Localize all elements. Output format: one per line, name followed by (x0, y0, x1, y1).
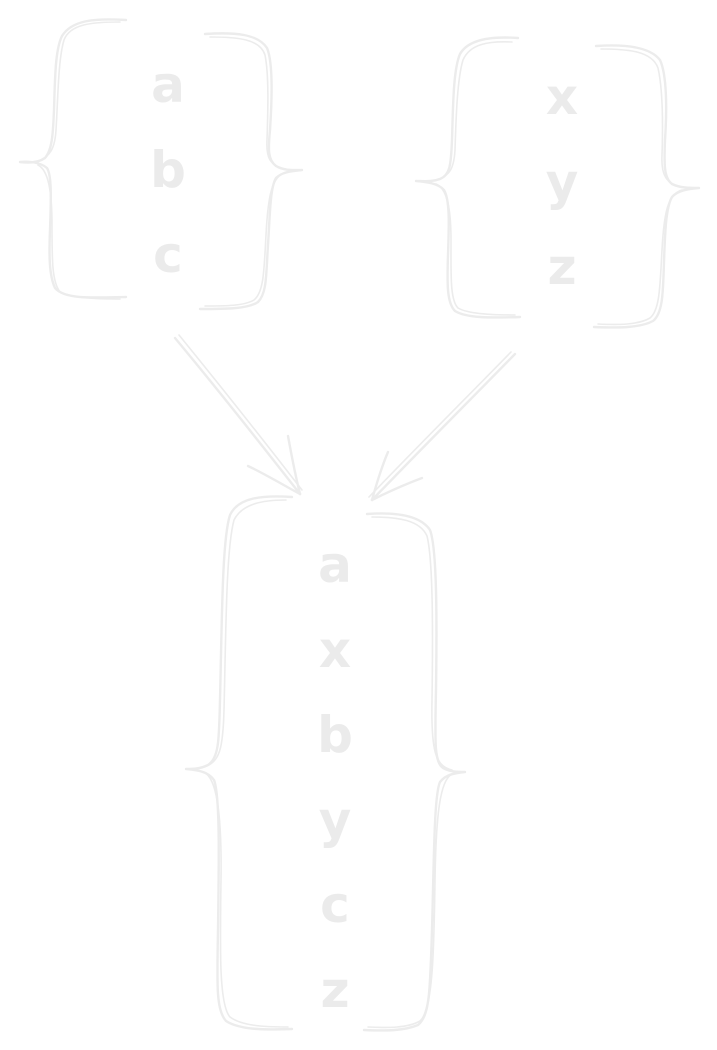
right-set-open-brace-sketch (435, 41, 516, 316)
right-set-item-z: z (547, 238, 576, 296)
right-set-close-brace (592, 44, 701, 329)
left-set-close-brace (198, 32, 304, 311)
right-set: xyz (414, 36, 701, 329)
left-set-item-c: c (153, 226, 183, 284)
result-set-item-c: c (320, 876, 350, 934)
right-set-item-y: y (546, 153, 579, 211)
left-set-item-a: a (151, 56, 185, 114)
arrow-right-to-result (368, 351, 517, 502)
result-set-close-brace (362, 512, 467, 1032)
result-set-close-brace-sketch (367, 516, 453, 1029)
left-set-open-brace (18, 18, 128, 299)
result-set-open-brace (184, 495, 294, 1031)
result-set-item-b: b (317, 706, 353, 764)
left-set-item-b: b (150, 141, 186, 199)
result-set-item-a: a (318, 536, 352, 594)
arrow-left-to-result (173, 334, 303, 496)
left-set: abc (18, 18, 304, 311)
result-set-open-brace-sketch (203, 499, 289, 1028)
left-set-close-brace-sketch (204, 36, 287, 307)
result-set-item-y: y (319, 791, 352, 849)
right-set-close-brace-sketch (597, 48, 683, 326)
result-set-item-x: x (319, 621, 351, 679)
result-set-item-z: z (320, 961, 349, 1019)
right-set-open-brace (414, 36, 522, 319)
left-set-open-brace-sketch (37, 21, 121, 300)
right-set-item-x: x (546, 68, 578, 126)
